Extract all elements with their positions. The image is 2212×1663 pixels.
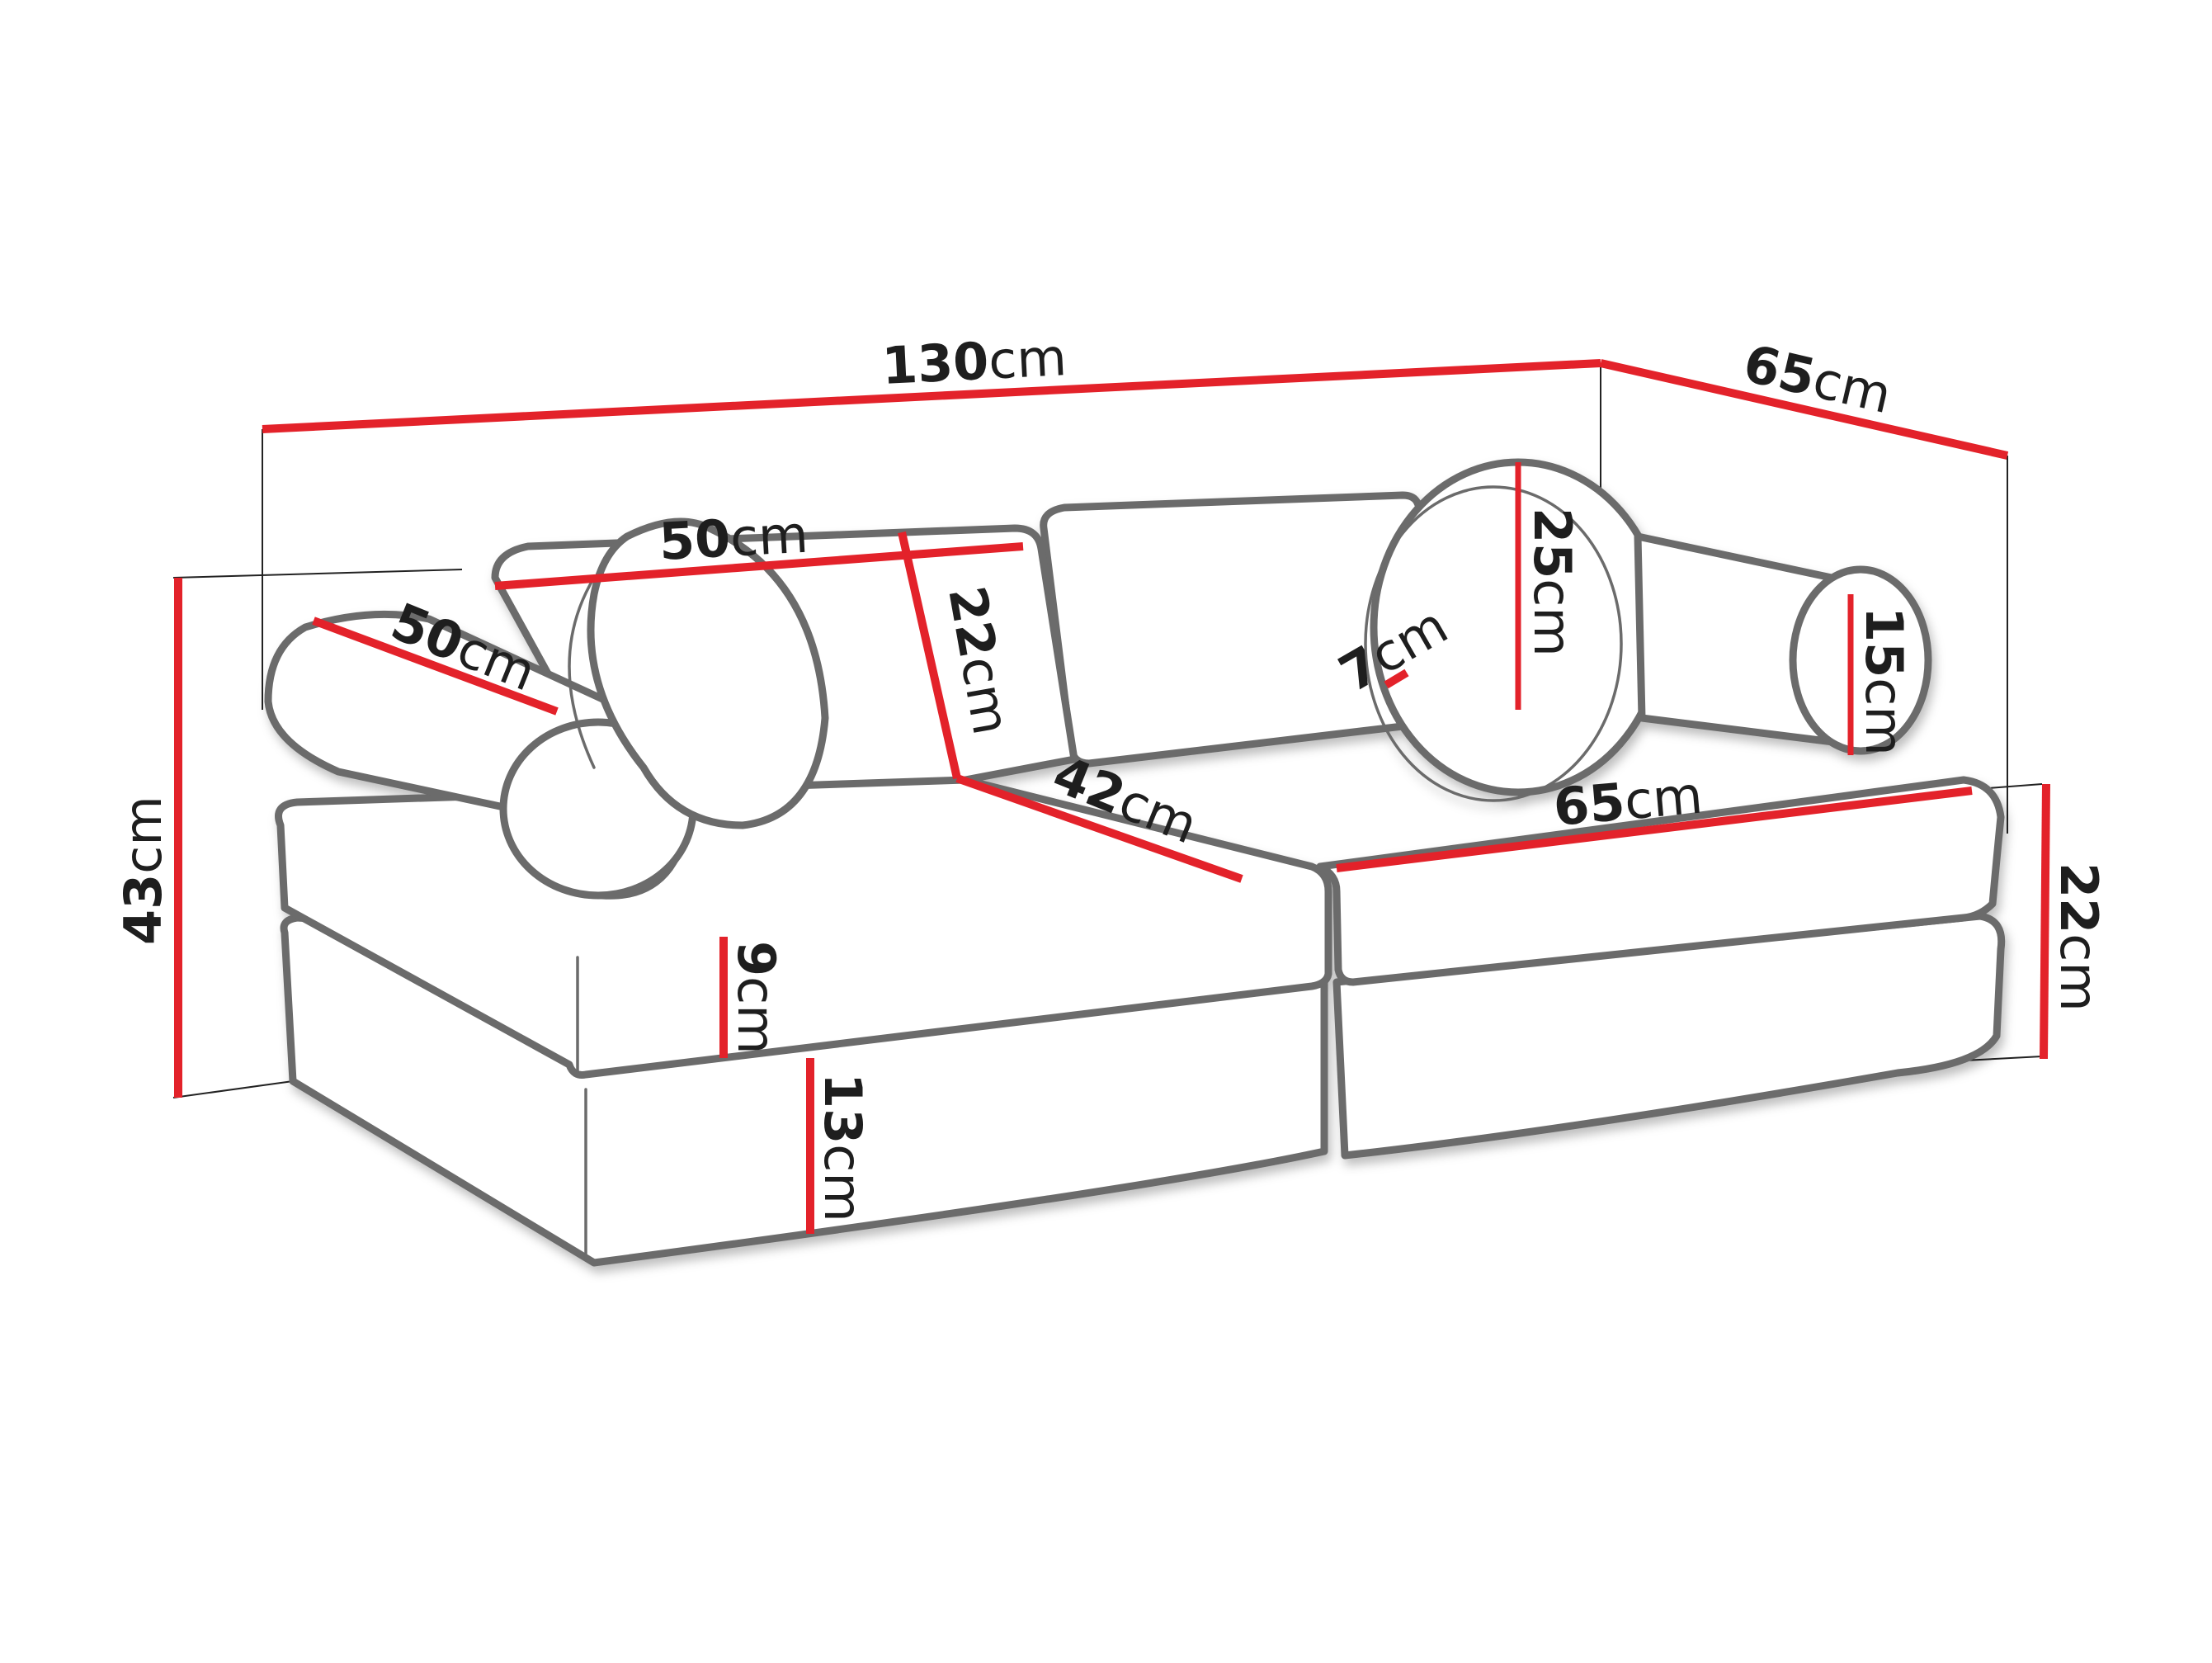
right-bolster-end [1789,565,1932,755]
dim-total-width-line [262,359,1601,433]
label-seat-top-layer: 9cm [726,941,786,1055]
label-right-seat-width: 65cm [1551,764,1705,837]
dim-back-cushion-length-line [494,542,1024,590]
label-back-cushion-height: 22cm [936,582,1021,739]
right-seat-top [1316,776,2005,986]
label-back-cushion-length: 50cm [658,504,809,572]
right-base-bottom [1332,912,2006,1160]
dim-left-bolster-line [312,617,559,716]
dimension-labels: 130cm 65cm 43cm 50cm 50cm 22cm 42cm 65cm… [113,327,2109,1222]
dim-back-cushion-height-line [898,531,961,780]
dim-total-depth-line [1599,359,2009,460]
label-right-bolster-diameter: 15cm [1854,607,1914,756]
left-round-cushion [587,517,829,829]
sofa-drawing [264,458,2006,1267]
dim-round-cushion-thickness-line [1384,669,1409,689]
dim-right-seat-width-line [1336,787,1973,872]
dimension-lines [174,359,2050,1234]
label-total-width: 130cm [880,327,1068,396]
dim-seat-depth-line [955,774,1243,883]
label-seat-height: 22cm [2049,862,2109,1012]
label-seat-bottom-layer: 13cm [813,1073,873,1222]
label-round-cushion-diameter: 25cm [1522,508,1582,657]
label-total-height: 43cm [113,796,173,945]
right-back-cushion [1040,491,1423,768]
bounding-guides [172,363,2043,1098]
dim-seat-height-line [2040,783,2050,1060]
